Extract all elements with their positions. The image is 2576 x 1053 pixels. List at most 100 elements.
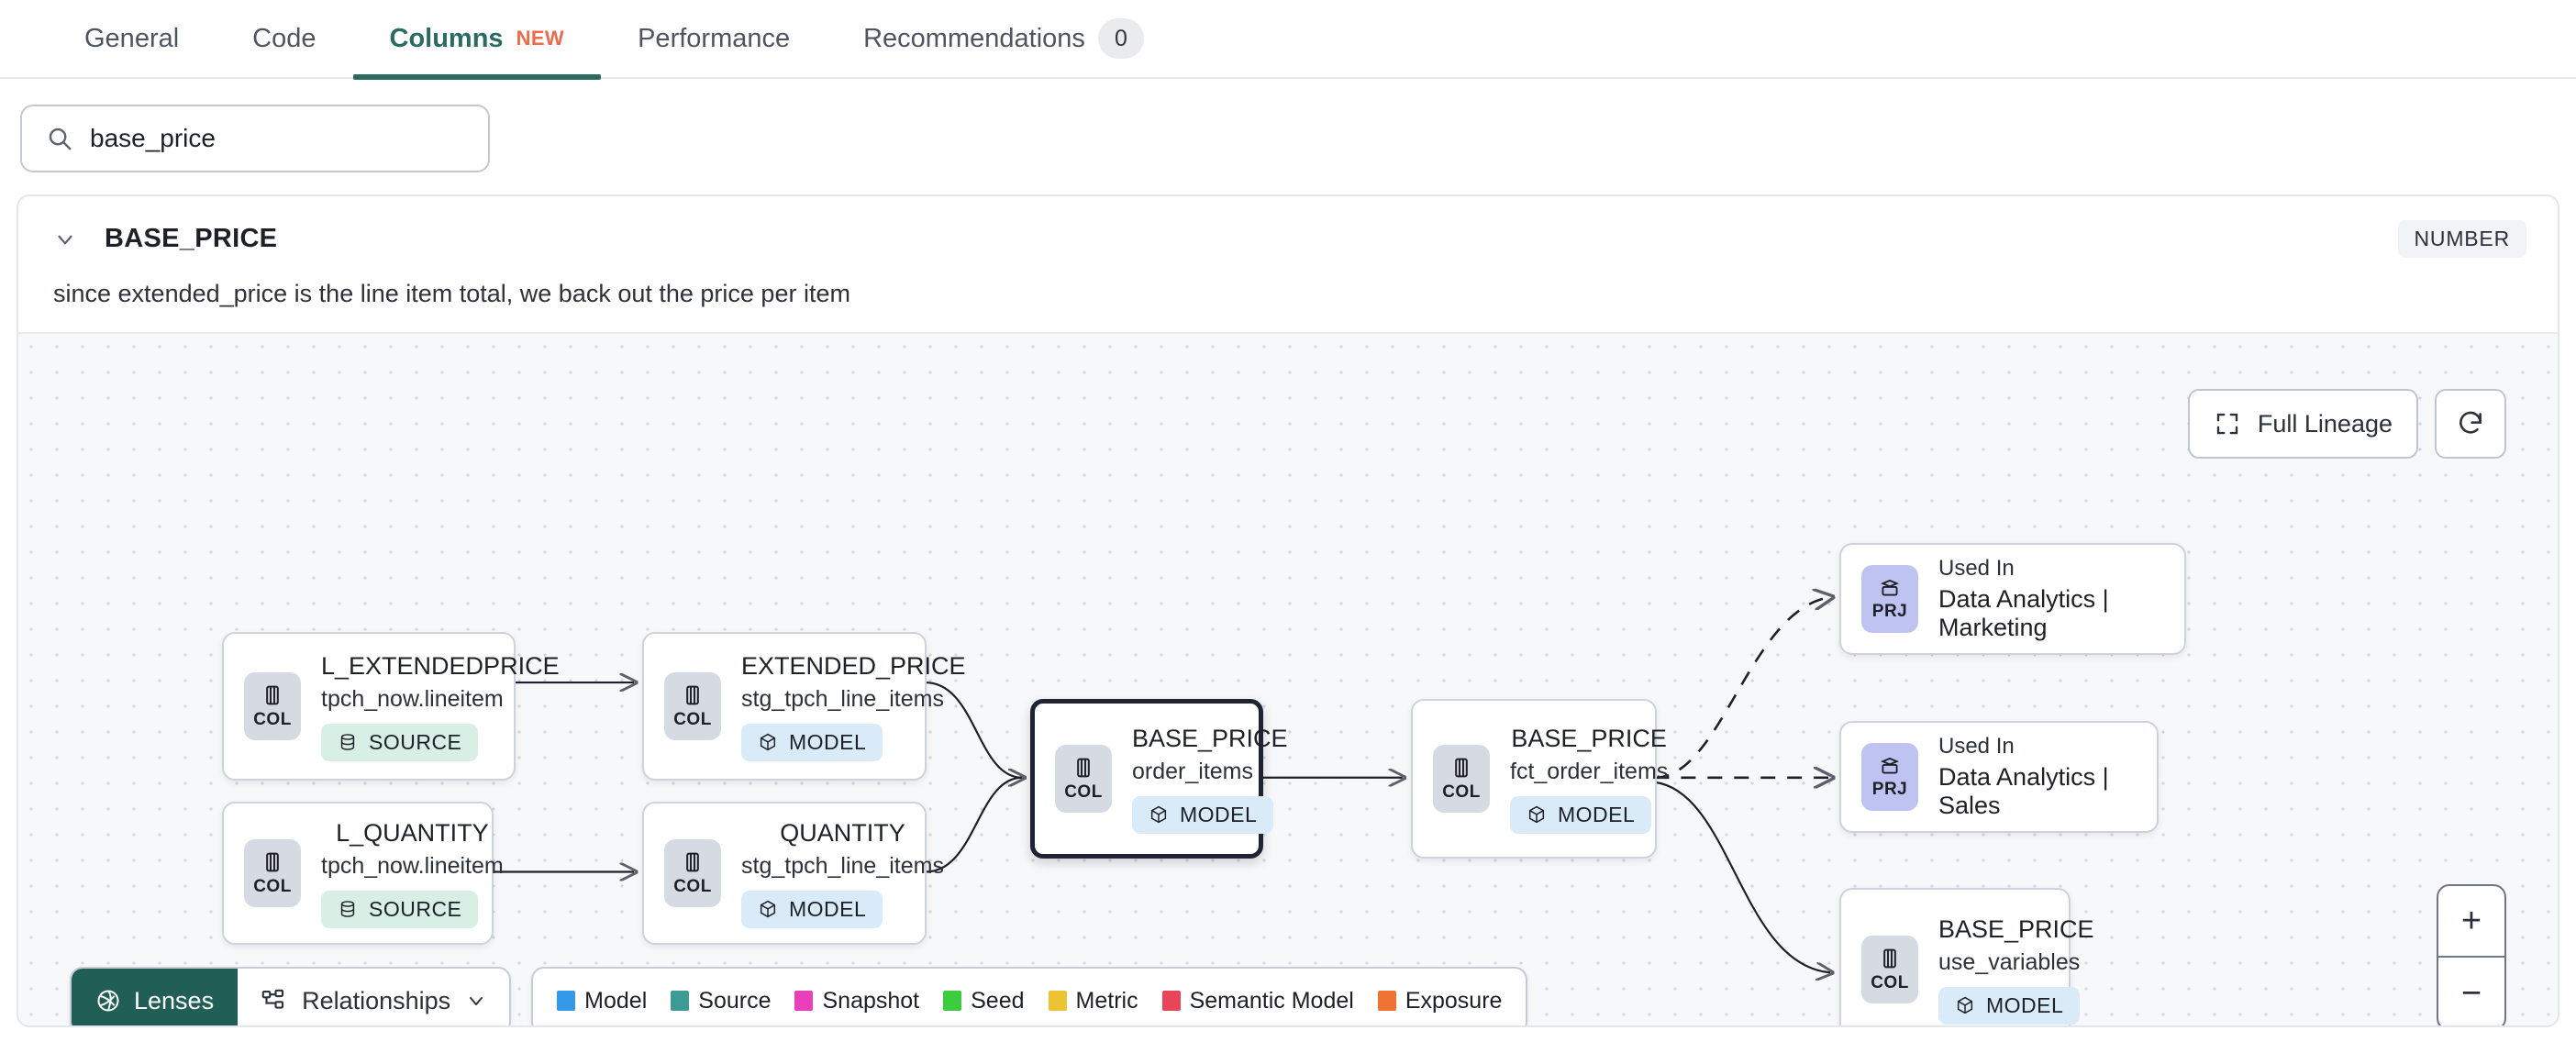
relationships-label: Relationships bbox=[302, 986, 451, 1014]
column-type-icon: COL bbox=[1433, 745, 1490, 813]
tab-bar: General Code Columns NEW Performance Rec… bbox=[0, 0, 2576, 80]
zoom-out-button[interactable]: − bbox=[2460, 973, 2482, 1013]
node-kind-badge: MODEL bbox=[741, 890, 883, 928]
legend-item-snapshot[interactable]: Snapshot bbox=[794, 988, 919, 1014]
legend-label: Metric bbox=[1075, 987, 1138, 1014]
node-subtitle: stg_tpch_line_items bbox=[741, 852, 944, 879]
project-type-icon: PRJ bbox=[1861, 743, 1918, 811]
node-kind-label: SOURCE bbox=[369, 729, 462, 754]
column-name: BASE_PRICE bbox=[105, 224, 278, 253]
relationships-dropdown[interactable]: Relationships bbox=[238, 969, 509, 1025]
lineage-node-l-extendedprice[interactable]: COL L_EXTENDEDPRICE tpch_now.lineitem SO… bbox=[222, 632, 560, 781]
recommendations-count-badge: 0 bbox=[1097, 18, 1144, 59]
node-type-tag: COL bbox=[253, 877, 292, 896]
legend-item-seed[interactable]: Seed bbox=[943, 987, 1025, 1014]
cube-icon bbox=[760, 900, 776, 918]
graph-bottom-bar: Lenses Relationships bbox=[70, 967, 1528, 1025]
column-type-icon: COL bbox=[244, 839, 301, 907]
zoom-controls: + − bbox=[2437, 884, 2506, 1025]
node-name: BASE_PRICE bbox=[1132, 724, 1288, 752]
lens-relationship-group: Lenses Relationships bbox=[70, 967, 512, 1025]
node-subtitle: order_items bbox=[1132, 758, 1253, 784]
project-name: Data Analytics | Sales bbox=[1938, 763, 2109, 819]
node-kind-label: MODEL bbox=[789, 896, 867, 921]
lenses-label: Lenses bbox=[134, 986, 215, 1014]
lineage-node-project-sales[interactable]: PRJ Used In Data Analytics | Sales bbox=[1839, 721, 2159, 833]
column-type-icon: COL bbox=[1861, 936, 1918, 1003]
node-type-tag: COL bbox=[1064, 782, 1103, 802]
legend-item-source[interactable]: Source bbox=[671, 988, 771, 1014]
node-name: EXTENDED_PRICE bbox=[741, 651, 966, 680]
tab-code[interactable]: Code bbox=[216, 0, 352, 78]
legend-item-semantic-model[interactable]: Semantic Model bbox=[1161, 987, 1354, 1014]
column-type-badge: NUMBER bbox=[2397, 220, 2526, 258]
node-type-tag: COL bbox=[1442, 782, 1481, 802]
project-name: Data Analytics | Marketing bbox=[1938, 585, 2109, 641]
legend-item-model[interactable]: Model bbox=[557, 988, 647, 1014]
node-name: BASE_PRICE bbox=[1938, 914, 2094, 943]
legend-swatch bbox=[557, 991, 576, 1011]
nodes-icon bbox=[260, 987, 287, 1014]
tab-label: General bbox=[84, 23, 180, 53]
cube-icon bbox=[1150, 805, 1167, 824]
tab-recommendations[interactable]: Recommendations 0 bbox=[827, 0, 1181, 78]
zoom-in-button[interactable]: + bbox=[2438, 886, 2504, 958]
lineage-node-base-price-fct-order-items[interactable]: COL BASE_PRICE fct_order_items MODEL bbox=[1411, 699, 1668, 859]
lineage-node-project-marketing[interactable]: PRJ Used In Data Analytics | Marketing bbox=[1839, 543, 2186, 655]
node-type-tag: PRJ bbox=[1871, 780, 1908, 799]
column-description: since extended_price is the line item to… bbox=[53, 280, 850, 307]
node-type-tag: COL bbox=[673, 710, 712, 729]
refresh-icon bbox=[2456, 409, 2485, 438]
legend-swatch bbox=[943, 991, 962, 1011]
refresh-button[interactable] bbox=[2435, 389, 2506, 459]
node-kind-badge: MODEL bbox=[741, 723, 883, 761]
database-icon bbox=[340, 734, 355, 750]
graph-legend: Model Source Snapshot Seed Metric bbox=[531, 967, 1528, 1025]
tab-performance[interactable]: Performance bbox=[601, 0, 827, 78]
tab-general[interactable]: General bbox=[48, 0, 216, 78]
cube-icon bbox=[1528, 805, 1545, 824]
column-type-icon: COL bbox=[1055, 745, 1112, 813]
legend-swatch bbox=[1377, 991, 1396, 1011]
chevron-down-icon[interactable] bbox=[50, 224, 81, 255]
lineage-node-base-price-order-items[interactable]: COL BASE_PRICE order_items MODEL bbox=[1030, 699, 1288, 859]
tab-columns[interactable]: Columns NEW bbox=[352, 0, 602, 80]
legend-swatch bbox=[1048, 991, 1067, 1011]
full-lineage-button[interactable]: Full Lineage bbox=[2187, 389, 2418, 459]
lineage-node-quantity[interactable]: COL QUANTITY stg_tpch_line_items MODEL bbox=[642, 802, 944, 945]
chevron-down-icon bbox=[465, 990, 487, 1012]
node-subtitle: stg_tpch_line_items bbox=[741, 685, 944, 712]
lineage-node-l-quantity[interactable]: COL L_QUANTITY tpch_now.lineitem SOURCE bbox=[222, 802, 504, 945]
node-subtitle: tpch_now.lineitem bbox=[321, 685, 504, 712]
tab-label: Performance bbox=[638, 23, 791, 53]
legend-label: Source bbox=[698, 987, 772, 1014]
lenses-button[interactable]: Lenses bbox=[72, 969, 239, 1025]
legend-item-exposure[interactable]: Exposure bbox=[1377, 987, 1503, 1014]
tab-label: Recommendations bbox=[863, 23, 1085, 53]
project-used-in-label: Used In bbox=[1938, 734, 2015, 759]
search-value: base_price bbox=[90, 124, 216, 152]
node-type-tag: COL bbox=[1871, 973, 1909, 992]
legend-label: Semantic Model bbox=[1189, 987, 1354, 1014]
lineage-canvas[interactable]: COL L_EXTENDEDPRICE tpch_now.lineitem SO… bbox=[18, 332, 2558, 1025]
node-kind-label: MODEL bbox=[1986, 992, 2064, 1017]
aperture-icon bbox=[95, 988, 121, 1014]
legend-label: Seed bbox=[971, 987, 1025, 1014]
node-kind-badge: MODEL bbox=[1938, 986, 2081, 1025]
column-header: BASE_PRICE NUMBER bbox=[18, 196, 2558, 258]
legend-item-metric[interactable]: Metric bbox=[1048, 987, 1138, 1014]
node-name: QUANTITY bbox=[780, 818, 905, 847]
lineage-node-extended-price[interactable]: COL EXTENDED_PRICE stg_tpch_line_items M… bbox=[642, 632, 966, 781]
node-kind-badge: SOURCE bbox=[321, 890, 479, 928]
node-kind-label: MODEL bbox=[789, 729, 867, 754]
legend-swatch bbox=[1161, 991, 1181, 1011]
legend-label: Exposure bbox=[1405, 987, 1503, 1014]
node-kind-badge: MODEL bbox=[1510, 795, 1652, 834]
tab-label: Code bbox=[252, 23, 316, 53]
lineage-node-base-price-use-variables[interactable]: COL BASE_PRICE use_variables MODEL bbox=[1839, 888, 2094, 1025]
node-kind-label: MODEL bbox=[1180, 802, 1258, 826]
search-area: base_price bbox=[0, 79, 2576, 194]
expand-frame-icon bbox=[2214, 410, 2241, 438]
node-subtitle: tpch_now.lineitem bbox=[321, 852, 504, 879]
search-input[interactable]: base_price bbox=[20, 105, 490, 172]
